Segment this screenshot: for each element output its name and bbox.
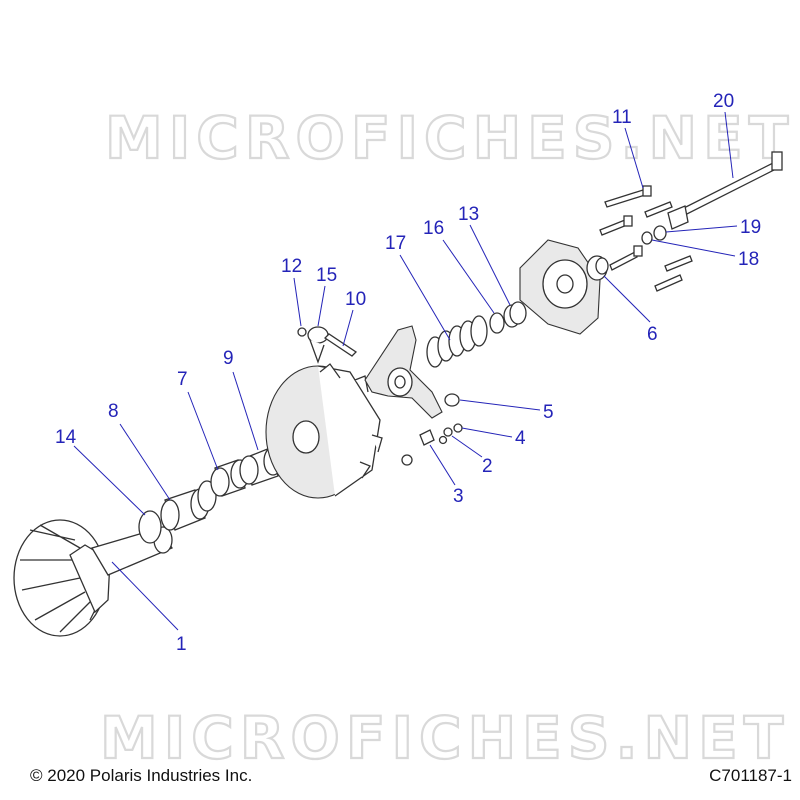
callout-7: 7: [177, 369, 188, 390]
leader-10: [342, 309, 354, 347]
callout-19: 19: [740, 217, 761, 238]
drawing-code: C701187-1: [709, 766, 792, 785]
callout-14: 14: [55, 427, 77, 448]
part-12-nut: [297, 327, 307, 337]
part-3-rollers: [401, 429, 435, 466]
callout-20: 20: [713, 91, 734, 112]
callout-18: 18: [738, 249, 759, 270]
part-4-washer: [453, 423, 463, 433]
part-13-bushing: [503, 301, 527, 328]
part-19-washer: [653, 225, 667, 241]
callout-17: 17: [385, 233, 406, 254]
leader-12: [293, 277, 302, 327]
callout-3: 3: [453, 486, 464, 507]
leader-19: [665, 225, 738, 233]
leader-11: [624, 127, 644, 189]
part-11-bolts: [599, 185, 693, 292]
leader-6: [603, 275, 651, 323]
callout-5: 5: [543, 402, 554, 423]
leader-17: [399, 254, 451, 341]
part-6-bushing: [586, 255, 609, 281]
callout-12: 12: [281, 256, 302, 277]
part-17-spring: [426, 315, 488, 368]
part-10-pin: [323, 333, 358, 357]
leader-3: [429, 444, 456, 486]
copyright-text: © 2020 Polaris Industries Inc.: [30, 766, 253, 785]
part-5-button: [444, 393, 460, 407]
callout-13: 13: [458, 204, 479, 225]
callout-15: 15: [316, 265, 337, 286]
part-4-washer-2: [443, 427, 453, 437]
leader-4: [461, 427, 513, 438]
cover: [519, 239, 601, 335]
spider: [364, 325, 443, 419]
callout-16: 16: [423, 218, 444, 239]
leader-15: [317, 285, 326, 327]
callout-8: 8: [108, 401, 119, 422]
leader-5: [459, 399, 541, 411]
watermark-bottom: MICROFICHES.NET: [100, 704, 789, 772]
part-2-washer: [438, 435, 448, 445]
leader-13: [469, 224, 511, 306]
leader-1: [111, 561, 179, 631]
part-14-ring: [138, 510, 162, 544]
leader-20: [724, 111, 734, 179]
leader-8: [119, 423, 171, 501]
callout-9: 9: [223, 348, 234, 369]
leader-2: [451, 435, 483, 458]
part-18-washer: [641, 231, 653, 245]
callout-1: 1: [176, 634, 187, 655]
callout-2: 2: [482, 456, 493, 477]
callout-6: 6: [647, 324, 658, 345]
moveable-sheave: [265, 363, 383, 499]
callout-10: 10: [345, 289, 366, 310]
watermark-top: MICROFICHES.NET: [105, 104, 794, 172]
callout-11: 11: [612, 107, 632, 128]
leader-7: [187, 391, 219, 471]
leader-18: [651, 239, 736, 257]
part-1-fan-shaft: [13, 519, 173, 637]
leader-16: [442, 239, 495, 314]
part-15-roller: [307, 326, 329, 364]
part-20-bolt: [667, 151, 783, 230]
callout-4: 4: [515, 428, 526, 449]
part-16-washer: [489, 312, 505, 334]
leader-9: [232, 371, 259, 451]
part-8-bushing: [160, 488, 210, 531]
leader-14: [73, 445, 146, 516]
